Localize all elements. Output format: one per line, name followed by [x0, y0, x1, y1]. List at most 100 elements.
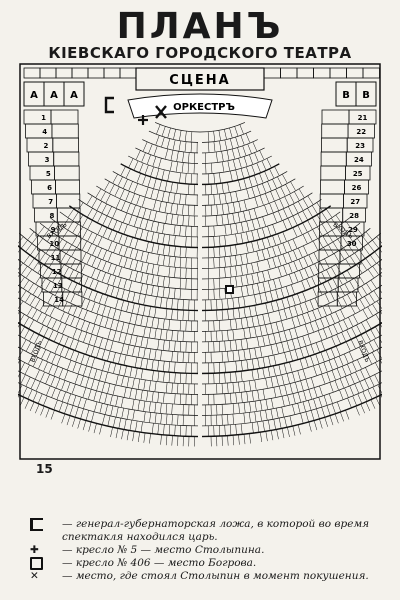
seat-mark — [118, 353, 122, 364]
seat-mark — [157, 371, 160, 382]
top-box-cell — [55, 67, 73, 79]
seat-mark — [81, 252, 87, 262]
seat-mark — [218, 320, 221, 331]
seat-mark — [72, 223, 79, 233]
seat-mark — [66, 382, 71, 392]
seat-mark — [297, 213, 303, 223]
seat-mark — [58, 368, 64, 378]
seat-mark — [302, 336, 307, 346]
seat-mark — [121, 375, 124, 386]
seat-mark — [251, 187, 256, 197]
seat-mark — [341, 332, 346, 342]
seat-mark — [123, 354, 127, 365]
seat-mark — [23, 254, 31, 264]
entrance-label: ВХОДЪ — [29, 340, 43, 364]
seat-mark — [112, 308, 117, 319]
seat-mark — [18, 273, 21, 278]
seat-mark — [224, 256, 226, 267]
seat-mark — [265, 399, 268, 410]
seat-mark — [140, 389, 143, 400]
seat-mark — [230, 192, 233, 203]
seat-mark — [307, 334, 312, 344]
seat-mark — [340, 223, 348, 233]
seat-mark — [26, 269, 33, 278]
seat-mark — [115, 320, 119, 331]
seat-mark — [275, 189, 280, 199]
seat-mark — [297, 403, 301, 413]
seat-mark — [304, 324, 309, 334]
seat-mark — [266, 158, 272, 168]
seat-mark — [218, 246, 221, 257]
seat-mark — [350, 374, 355, 384]
seat-mark — [262, 389, 265, 400]
seat-mark — [275, 289, 279, 300]
seat-mark — [101, 349, 106, 360]
seat-mark — [152, 156, 157, 167]
seat-mark — [129, 248, 133, 258]
seat-mark — [80, 263, 86, 273]
seat-mark — [146, 241, 149, 252]
seat-mark — [154, 413, 157, 424]
seat-mark — [317, 308, 322, 318]
seat-mark — [126, 290, 130, 301]
seat-mark — [38, 359, 43, 369]
seat-mark — [174, 425, 176, 436]
governor-box-marker — [104, 96, 114, 114]
seat-mark — [311, 276, 316, 286]
top-box-cell — [280, 67, 298, 79]
box-cell — [320, 179, 345, 195]
seat-mark — [254, 305, 257, 316]
seat-mark — [72, 362, 77, 372]
box-cell — [320, 151, 347, 167]
seat-mark — [164, 202, 168, 213]
seat-mark — [129, 280, 133, 291]
seat-mark — [143, 305, 146, 316]
seat-mark — [88, 389, 92, 399]
seat-mark — [365, 331, 371, 341]
seat-mark — [368, 293, 375, 303]
top-box-cell — [296, 67, 314, 79]
seat-mark — [302, 401, 306, 412]
seat-mark — [322, 282, 328, 293]
seat-mark — [337, 275, 343, 285]
seat-mark — [331, 229, 338, 239]
seat-mark — [85, 344, 90, 354]
box-number: 11 — [51, 254, 61, 262]
seat-mark — [272, 257, 276, 268]
seat-mark — [292, 238, 298, 249]
seat-mark — [113, 242, 118, 253]
top-box-strip — [23, 67, 380, 79]
seat-mark — [300, 380, 304, 391]
seat-mark — [180, 425, 182, 436]
seat-mark — [70, 293, 76, 303]
stage-label: СЦЕНА — [169, 73, 230, 88]
seat-mark — [229, 266, 232, 277]
seat-mark — [18, 259, 19, 261]
seat-mark — [224, 393, 226, 404]
seat-mark — [139, 218, 143, 228]
seat-mark — [275, 343, 279, 354]
seat-mark — [231, 148, 235, 159]
seat-mark — [261, 183, 267, 193]
seat-mark — [307, 312, 312, 322]
seat-mark — [348, 317, 354, 327]
seat-mark — [376, 349, 382, 359]
seat-mark — [185, 225, 187, 237]
seat-mark — [324, 417, 328, 427]
seat-mark — [237, 297, 240, 308]
seat-mark — [316, 274, 322, 284]
seat-mark — [113, 220, 118, 230]
seat-mark — [136, 195, 141, 205]
seat-mark — [272, 212, 277, 223]
seat-mark — [61, 380, 66, 390]
seat-mark — [177, 299, 179, 310]
seat-mark — [278, 277, 282, 288]
seat-mark — [54, 332, 59, 342]
top-box-cell — [362, 67, 380, 79]
seat-mark — [98, 392, 103, 402]
seat-mark — [283, 208, 288, 219]
seat-mark — [129, 366, 133, 377]
seat-mark — [129, 259, 133, 269]
seat-mark — [227, 203, 230, 214]
seat-mark — [352, 395, 357, 406]
